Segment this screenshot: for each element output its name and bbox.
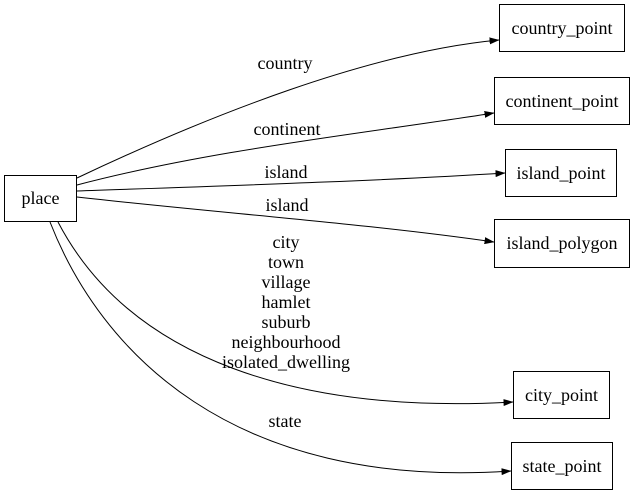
node-continent-point-label: continent_point <box>505 90 619 111</box>
edge-label-city-group: city town village hamlet suburb neighbou… <box>222 232 350 372</box>
edge-label-city: city <box>272 232 300 252</box>
edge-place-continent-point <box>76 111 495 186</box>
edge-label-village: village <box>261 272 311 292</box>
node-island-polygon-label: island_polygon <box>506 233 618 253</box>
edge-label-island-polygon: island <box>265 195 309 215</box>
node-island-point-label: island_point <box>516 162 606 183</box>
edge-place-island-polygon <box>76 196 495 245</box>
node-city-point: city_point <box>513 371 610 419</box>
node-continent-point: continent_point <box>494 77 630 125</box>
node-place-label: place <box>21 188 60 208</box>
node-state-point-label: state_point <box>522 455 602 476</box>
node-island-point: island_point <box>505 149 617 197</box>
node-city-point-label: city_point <box>525 384 598 405</box>
edge-place-country-point <box>76 37 500 179</box>
edge-label-isolated-dwelling: isolated_dwelling <box>222 352 350 372</box>
edge-label-neighbourhood: neighbourhood <box>231 332 341 352</box>
node-country-point-label: country_point <box>511 17 613 38</box>
edge-label-island-point: island <box>264 162 308 182</box>
edge-place-city-point <box>57 221 514 407</box>
edge-place-island-point <box>76 170 506 192</box>
edge-label-country: country <box>257 53 313 73</box>
node-place: place <box>4 175 77 222</box>
edge-label-town: town <box>267 252 304 272</box>
node-island-polygon: island_polygon <box>494 219 630 268</box>
edge-label-continent: continent <box>253 119 321 139</box>
node-country-point: country_point <box>499 4 625 52</box>
edge-label-suburb: suburb <box>261 312 311 332</box>
node-state-point: state_point <box>511 442 613 490</box>
edge-label-state: state <box>268 411 302 431</box>
edge-place-state-point <box>49 221 512 476</box>
edge-label-hamlet: hamlet <box>261 292 311 312</box>
